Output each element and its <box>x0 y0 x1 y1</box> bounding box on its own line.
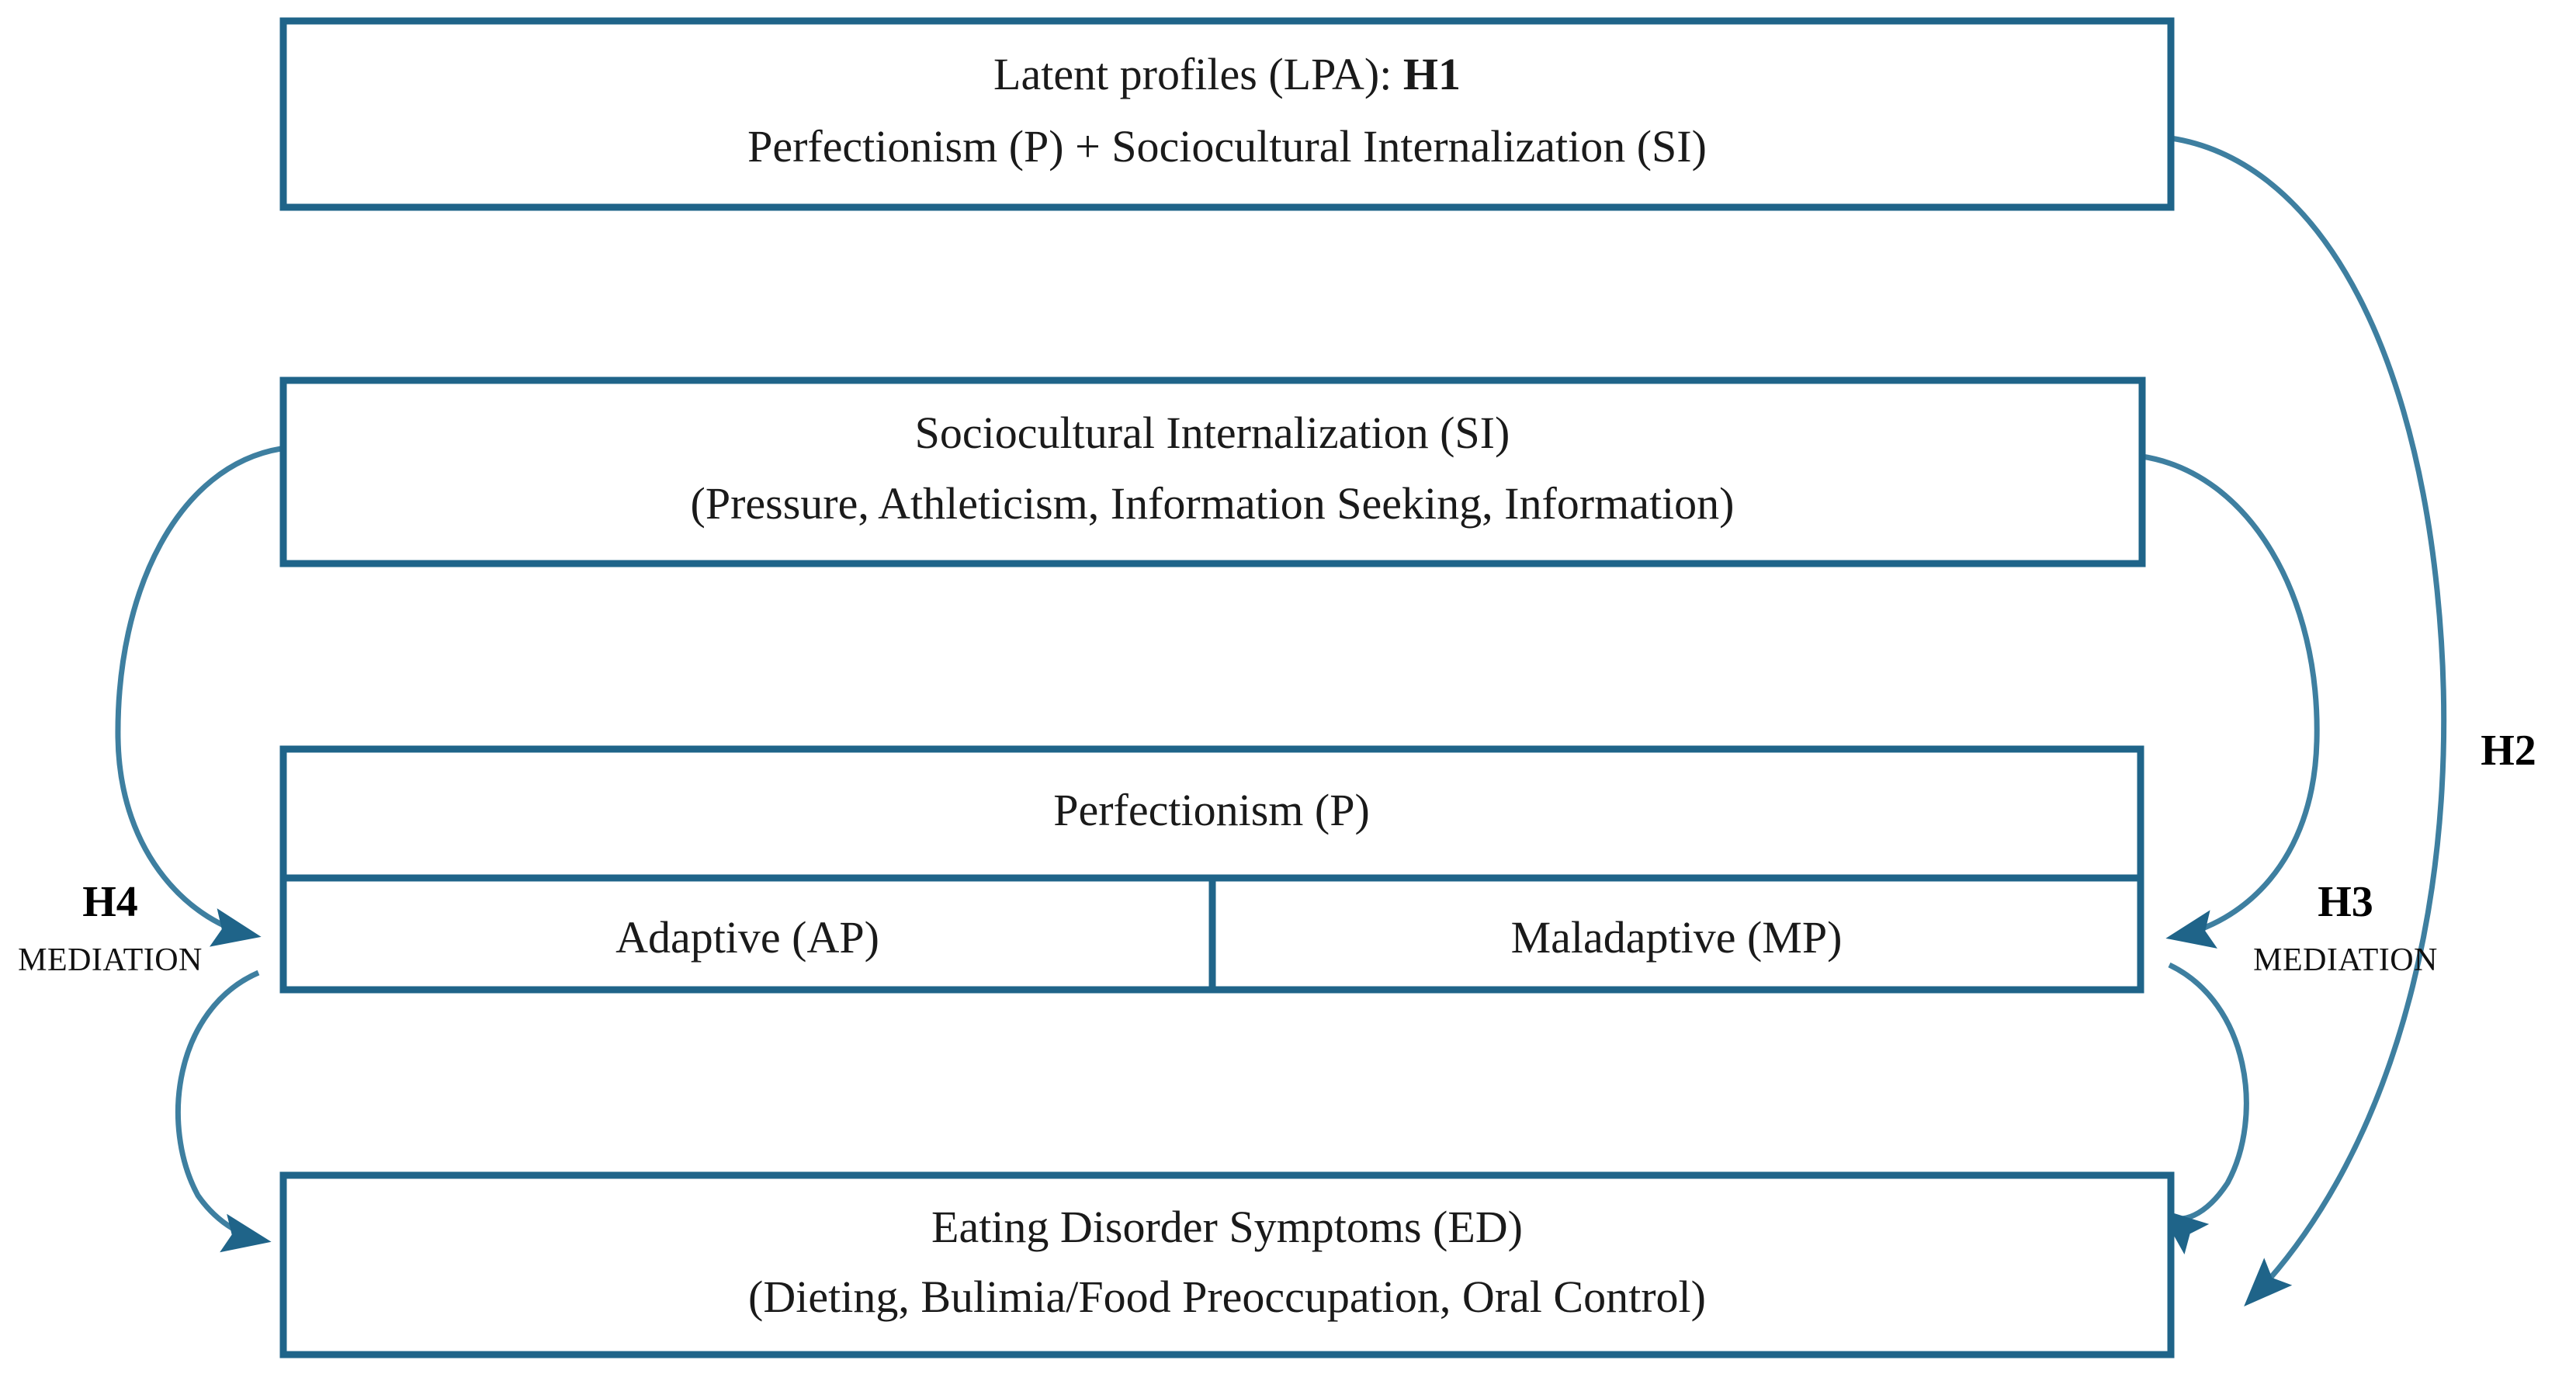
h3-code: H3 <box>2318 878 2373 926</box>
maladaptive-cell-label: Maladaptive (MP) <box>1511 912 1843 963</box>
perfectionism-box: Perfectionism (P) Adaptive (AP) Maladapt… <box>279 745 2144 994</box>
si-line1: Sociocultural Internalization (SI) <box>915 408 1510 458</box>
arrow-maladaptive-to-ed <box>2158 962 2249 1255</box>
lpa-line2: Perfectionism (P) + Sociocultural Intern… <box>747 121 1707 172</box>
h4-mediation-sub: MEDIATION <box>18 942 203 978</box>
h2-label: H2 <box>2481 727 2536 775</box>
h4-code: H4 <box>82 878 138 926</box>
arrow-si-to-maladaptive <box>2141 453 2320 949</box>
ed-line2: (Dieting, Bulimia/Food Preoccupation, Or… <box>748 1272 1706 1322</box>
adaptive-cell-label: Adaptive (AP) <box>615 912 879 963</box>
si-line2: (Pressure, Athleticism, Information Seek… <box>691 478 1735 529</box>
arrow-adaptive-to-ed <box>175 970 272 1253</box>
h3-mediation-sub: MEDIATION <box>2253 942 2438 978</box>
lpa-line1-bold: H1 <box>1403 49 1461 99</box>
latent-profiles-box: Latent profiles (LPA): H1 Perfectionism … <box>279 17 2175 211</box>
eating-disorder-box: Eating Disorder Symptoms (ED) (Dieting, … <box>279 1171 2175 1358</box>
arrow-si-to-adaptive <box>115 446 282 947</box>
h2-code: H2 <box>2481 727 2536 775</box>
ed-line1: Eating Disorder Symptoms (ED) <box>931 1202 1523 1252</box>
h3-label: H3 MEDIATION <box>2253 878 2438 978</box>
lpa-line1-prefix: Latent profiles (LPA): <box>993 49 1403 99</box>
sociocultural-internalization-box: Sociocultural Internalization (SI) (Pres… <box>279 376 2146 567</box>
h4-label: H4 MEDIATION <box>18 878 203 978</box>
perfectionism-header-label: Perfectionism (P) <box>1053 785 1370 835</box>
arrow-lpa-to-ed <box>2170 135 2447 1307</box>
svg-text:Latent profiles (LPA): H1: Latent profiles (LPA): H1 <box>993 49 1461 99</box>
